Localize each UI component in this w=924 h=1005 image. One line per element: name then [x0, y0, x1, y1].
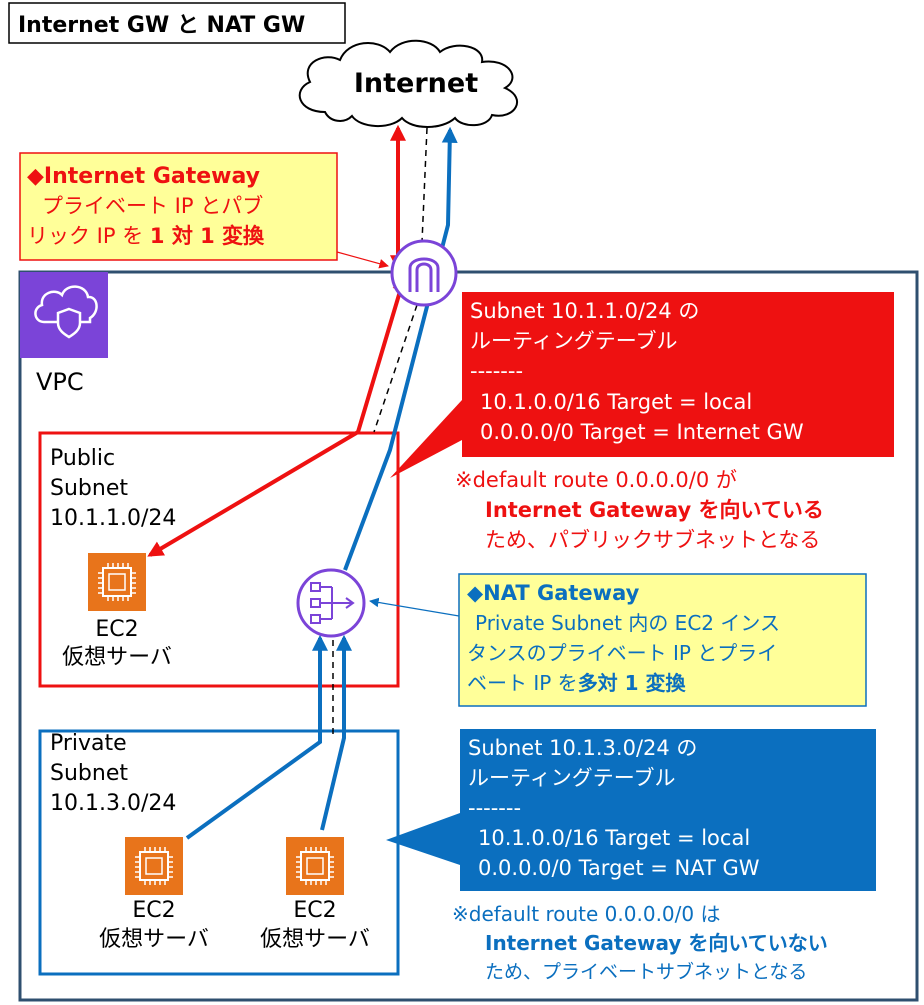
public-subnet-cidr: 10.1.1.0/24: [50, 506, 176, 531]
private-ec2-a-sublabel: 仮想サーバ: [99, 927, 209, 952]
nat-internet-blue-arrow: [343, 126, 458, 571]
subnet-igw-red-arrow: [356, 274, 409, 433]
nat-callout: ◆NAT Gateway Private Subnet 内の EC2 インス タ…: [458, 573, 867, 707]
igw-callout: ◆Internet Gateway プライベート IP とパブ リック IP を…: [19, 152, 338, 261]
private-rt-line1: Subnet 10.1.3.0/24 の: [468, 736, 697, 760]
title-box: Internet GW と NAT GW: [8, 2, 346, 44]
internet-gateway-icon: [390, 239, 458, 307]
public-ec2-label: EC2: [95, 617, 138, 642]
private-ec2-b-label: EC2: [293, 898, 336, 923]
ec2b-nat-blue-arrow: [320, 634, 352, 831]
private-note-line2: Internet Gateway を向いていない: [485, 931, 828, 955]
vpc-boundary: [18, 270, 919, 1002]
public-subnet-line2: Subnet: [50, 476, 128, 501]
public-rt-line1: Subnet 10.1.1.0/24 の: [470, 299, 699, 323]
nat-gateway-icon: [296, 568, 366, 638]
private-rt-route-default: 0.0.0.0/0 Target = NAT GW: [478, 856, 760, 880]
subnet-ec2-red-arrow: [147, 430, 360, 557]
private-ec2-b-sublabel: 仮想サーバ: [260, 927, 370, 952]
private-rt-line3: -------: [468, 796, 521, 820]
private-note-line3: ため、プライベートサブネットとなる: [485, 960, 807, 983]
private-rt-route-local: 10.1.0.0/16 Target = local: [478, 826, 750, 850]
public-rt-line3: -------: [470, 359, 523, 383]
igw-callout-heading: ◆Internet Gateway: [27, 164, 260, 189]
private-note-line1: ※default route 0.0.0.0/0 は: [452, 902, 720, 926]
vpc-icon: [20, 272, 108, 358]
private-route-table-callout: Subnet 10.1.3.0/24 の ルーティングテーブル ------- …: [386, 729, 876, 891]
igw-subnet-dashed-link: [373, 304, 418, 433]
nat-callout-pointer: [369, 597, 460, 617]
private-subnet-box: [38, 729, 400, 976]
public-subnet-box: [38, 431, 400, 688]
public-note-line2: Internet Gateway を向いている: [485, 498, 824, 522]
private-ec2-a-label: EC2: [132, 898, 175, 923]
private-subnet-line1: Private: [50, 731, 127, 756]
private-subnet-line2: Subnet: [50, 761, 128, 786]
public-ec2-icon: [88, 553, 146, 611]
public-subnet-line1: Public: [50, 446, 115, 471]
nat-callout-line3: ベート IP を多対 1 変換: [467, 671, 687, 695]
public-note-line3: ため、パブリックサブネットとなる: [485, 528, 820, 552]
vpc-label: VPC: [36, 368, 84, 396]
public-rt-route-default: 0.0.0.0/0 Target = Internet GW: [480, 420, 804, 444]
private-rt-line2: ルーティングテーブル: [468, 766, 675, 790]
igw-callout-pointer: [336, 251, 389, 269]
public-route-table-callout: Subnet 10.1.1.0/24 の ルーティングテーブル ------- …: [390, 292, 894, 478]
private-ec2-a-icon: [125, 837, 183, 895]
private-ec2-b-icon: [286, 837, 344, 895]
internet-label: Internet: [354, 68, 478, 99]
nat-callout-heading: ◆NAT Gateway: [467, 581, 640, 605]
public-note-line1: ※default route 0.0.0.0/0 が: [455, 468, 737, 492]
igw-callout-line2: リック IP を 1 対 1 変換: [27, 224, 265, 248]
private-subnet-cidr: 10.1.3.0/24: [50, 791, 176, 816]
public-rt-route-local: 10.1.0.0/16 Target = local: [480, 390, 752, 414]
ec2a-nat-blue-arrow: [185, 634, 328, 840]
nat-callout-line2: タンスのプライベート IP とプライ: [467, 641, 777, 665]
internet-igw-dashed-link: [421, 127, 428, 243]
nat-callout-line1: Private Subnet 内の EC2 インス: [475, 611, 780, 635]
public-rt-line2: ルーティングテーブル: [470, 329, 677, 353]
internet-cloud: Internet: [298, 39, 518, 128]
public-ec2-sublabel: 仮想サーバ: [62, 645, 172, 670]
igw-callout-line1: プライベート IP とパブ: [42, 194, 263, 218]
diagram-title: Internet GW と NAT GW: [18, 13, 305, 38]
